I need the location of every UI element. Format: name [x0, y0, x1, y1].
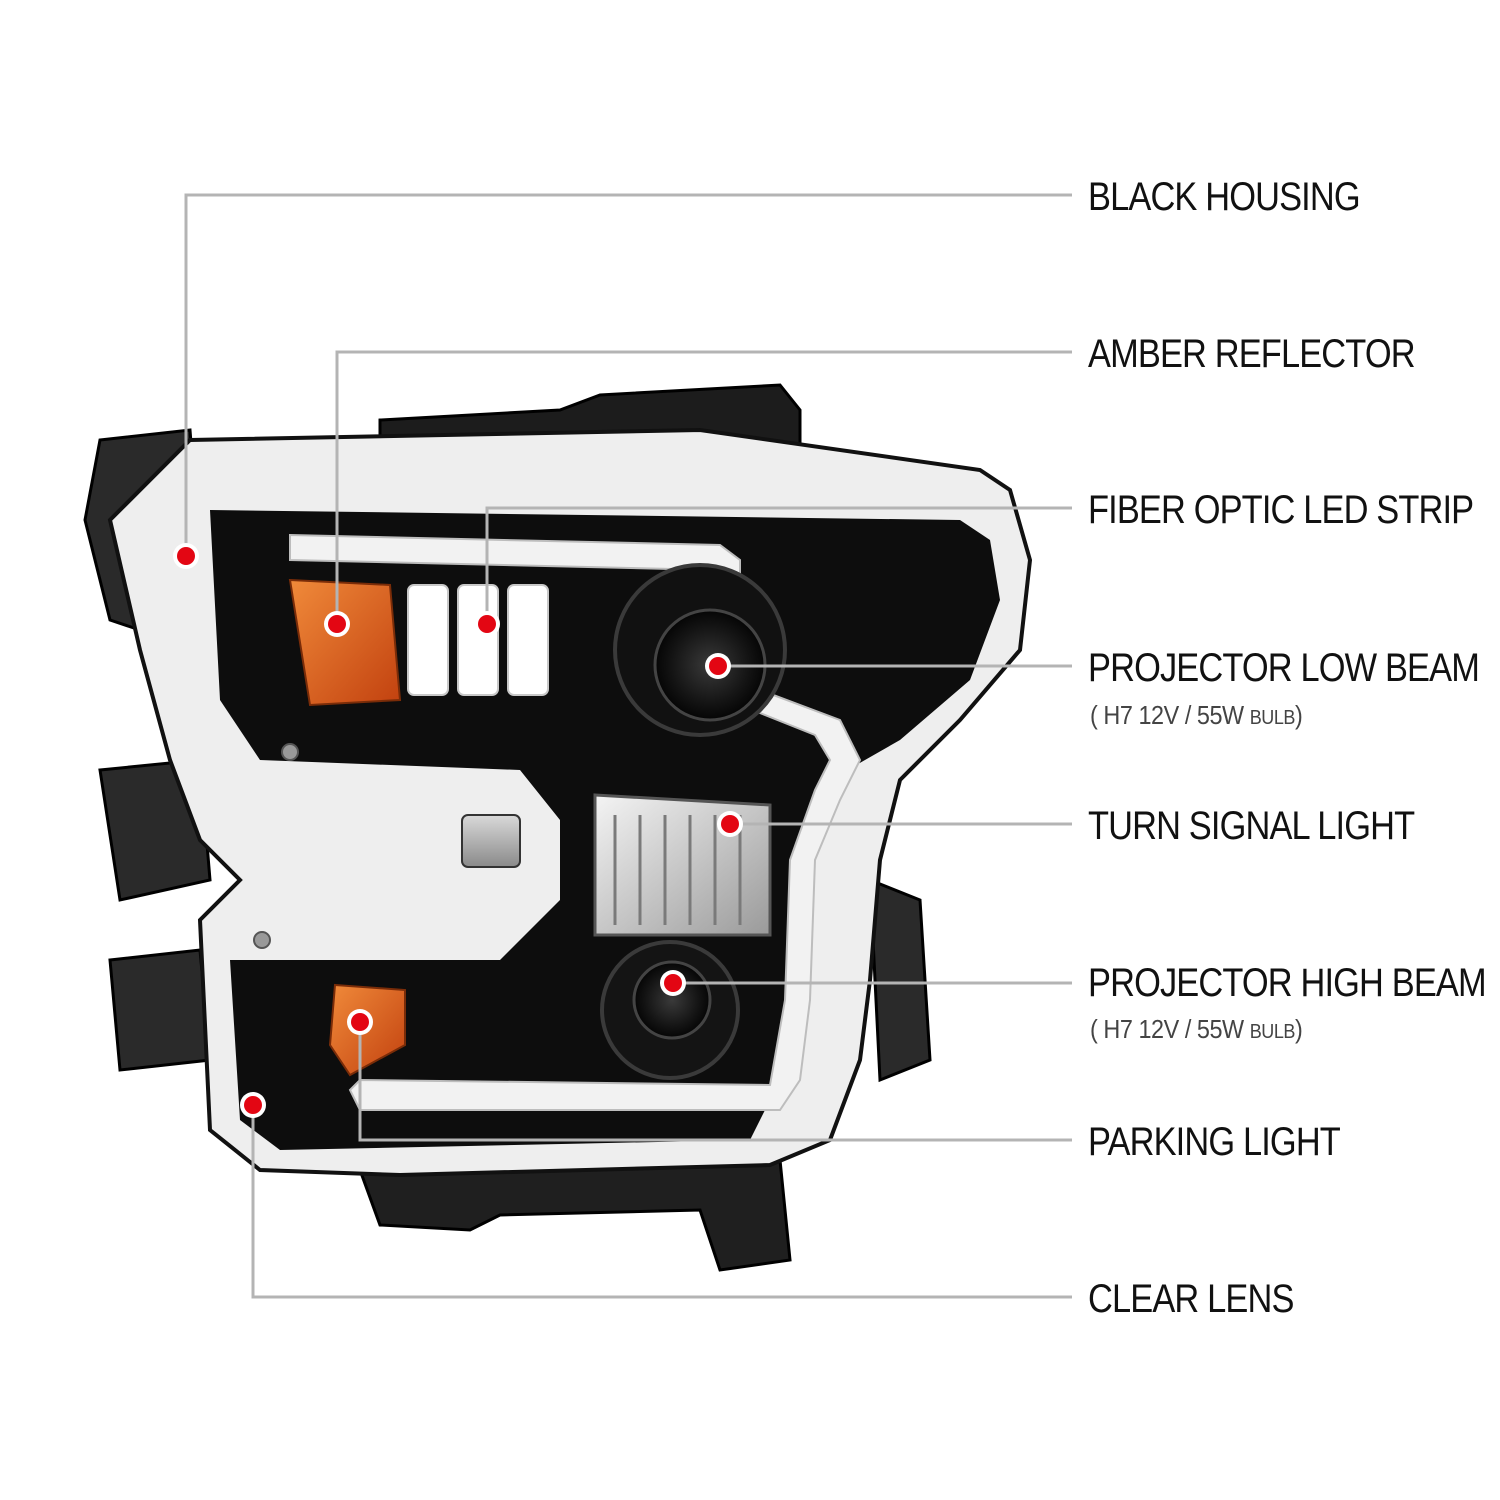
marker-dot [660, 970, 686, 996]
marker-dot [474, 611, 500, 637]
callout-markers [173, 543, 743, 1118]
lens-screw [253, 931, 271, 949]
spec-projector-low-beam: ( H7 12V / 55W BULB) [1090, 700, 1303, 730]
label-turn-signal-light: TURN SIGNAL LIGHT [1088, 804, 1415, 848]
bottom-bracket [357, 1158, 792, 1272]
turn-signal-lens [593, 793, 772, 937]
left-base-bracket [108, 948, 212, 1072]
led-bar [407, 584, 449, 696]
marker-dot [173, 543, 199, 569]
right-rear-bracket [868, 877, 932, 1083]
label-clear-lens: CLEAR LENS [1088, 1277, 1294, 1321]
led-bar [507, 584, 549, 696]
led-bar [457, 584, 499, 696]
label-fiber-optic-led-strip: FIBER OPTIC LED STRIP [1088, 488, 1474, 532]
amber-reflector-shape [288, 578, 402, 707]
marker-dot [705, 653, 731, 679]
leader-lines [184, 193, 1072, 1299]
leader-parking-light [358, 1022, 1072, 1142]
spec-projector-high-beam: ( H7 12V / 55W BULB) [1090, 1014, 1303, 1044]
turn-signal-ribs [613, 815, 742, 925]
leader-amber-reflector [335, 350, 1072, 624]
label-projector-low-beam: PROJECTOR LOW BEAM [1088, 646, 1480, 690]
marker-dot [717, 811, 743, 837]
chrome-detail [461, 814, 521, 868]
marker-dot [240, 1092, 266, 1118]
leader-black-housing [184, 193, 1072, 556]
label-parking-light: PARKING LIGHT [1088, 1120, 1341, 1164]
leader-clear-lens [251, 1105, 1072, 1299]
marker-dot [347, 1009, 373, 1035]
marker-dot [324, 611, 350, 637]
label-projector-high-beam: PROJECTOR HIGH BEAM [1088, 961, 1487, 1005]
label-black-housing: BLACK HOUSING [1088, 175, 1361, 219]
lens-screw [281, 743, 299, 761]
leader-fiber-optic [485, 506, 1072, 624]
projector-high-beam-lens [632, 960, 712, 1040]
headlight-assembly [83, 383, 1033, 1272]
label-amber-reflector: AMBER REFLECTOR [1088, 332, 1416, 376]
